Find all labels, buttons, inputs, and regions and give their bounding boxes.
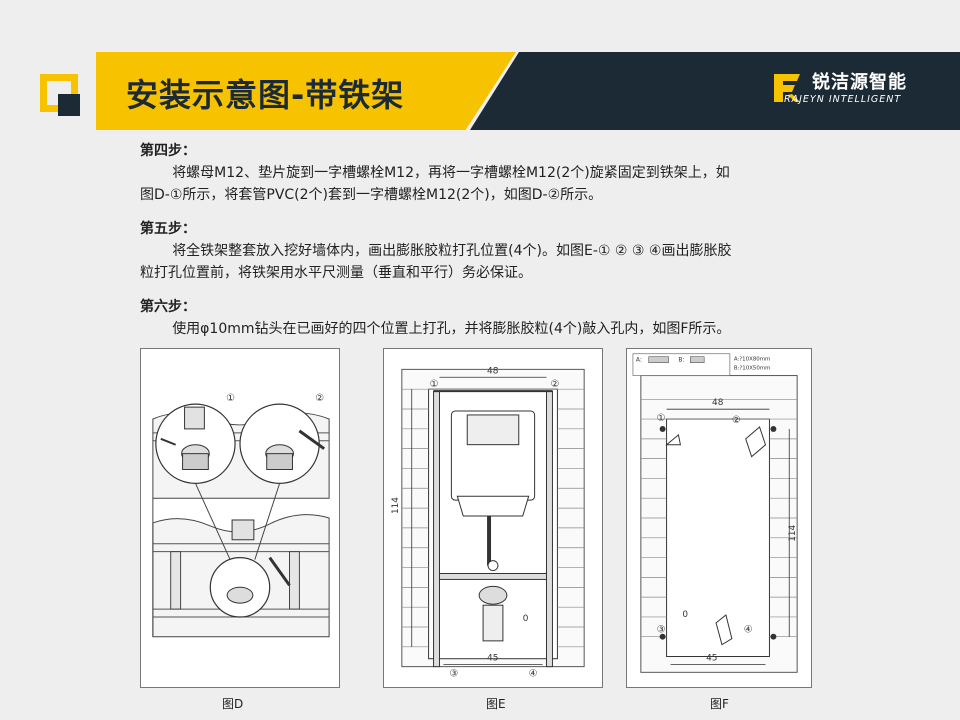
step-four: 第四步： 将螺母M12、垫片旋到一字槽螺栓M12，再将一字槽螺栓M12(2个)旋… (140, 140, 830, 206)
brand-name-cn: 锐洁源智能 (812, 72, 907, 93)
figure-f-legend-b-spec: B:?10X50mm (734, 366, 771, 372)
figure-f-point-3: ③ (657, 625, 666, 636)
figure-e-caption: 图E (486, 697, 506, 711)
figure-d-callout-1: ① (226, 393, 235, 404)
figure-e-point-4: ④ (529, 669, 538, 680)
step-five: 第五步： 将全铁架整套放入挖好墙体内，画出膨胀胶粒打孔位置(4个)。如图E-① … (140, 218, 830, 284)
figure-f-dim-top: 48 (712, 398, 724, 408)
brand-name-en: RAJEYN INTELLIGENT (784, 94, 902, 105)
header-dark-band (470, 52, 960, 130)
figure-e-point-2: ② (550, 379, 559, 390)
figure-e: 48 114 45 0 ① ② ③ ④ (383, 348, 603, 688)
figure-f-legend-b: B: (678, 357, 684, 364)
step-four-title: 第四步： (140, 143, 196, 159)
figure-f-point-1: ① (657, 413, 666, 424)
figure-e-point-1: ① (430, 379, 439, 390)
figure-f: A: B: A:?10X80mm B:?10X50mm 48 114 45 0 … (626, 348, 812, 688)
step-six: 第六步： 使用φ10mm钻头在已画好的四个位置上打孔，并将膨胀胶粒(4个)敲入孔… (140, 296, 830, 340)
header-yellow-band (96, 52, 516, 130)
figure-f-dim-side: 114 (788, 524, 798, 541)
brand-logo-icon (774, 74, 800, 102)
step-four-line-2: 图D-①所示，将套管PVC(2个)套到一字槽螺栓M12(2个)，如图D-②所示。 (140, 187, 603, 203)
figure-e-point-3: ③ (449, 669, 458, 680)
header-square-fill (58, 94, 80, 116)
step-four-line-1: 将螺母M12、垫片旋到一字槽螺栓M12，再将一字槽螺栓M12(2个)旋紧固定到铁… (172, 165, 730, 181)
figure-e-drawing: 48 114 45 0 ① ② ③ ④ (391, 366, 585, 680)
figure-f-point-4: ④ (744, 625, 753, 636)
step-six-line-1: 使用φ10mm钻头在已画好的四个位置上打孔，并将膨胀胶粒(4个)敲入孔内，如图F… (172, 321, 731, 337)
figure-f-dim-bottom: 45 (706, 653, 717, 663)
figure-f-drawing: A: B: A:?10X80mm B:?10X50mm 48 114 45 0 … (632, 353, 798, 673)
figure-d-drawing: ① ② (152, 393, 330, 638)
figure-e-dim-bottom: 45 (487, 654, 498, 664)
figure-f-point-2: ② (732, 415, 741, 426)
step-five-line-1: 将全铁架整套放入挖好墙体内，画出膨胀胶粒打孔位置(4个)。如图E-① ② ③ ④… (172, 243, 732, 259)
step-six-title: 第六步： (140, 299, 196, 315)
figure-d: ① ② (140, 348, 340, 688)
figure-f-dim-zero: 0 (682, 610, 688, 620)
figure-e-dim-top: 48 (487, 366, 499, 376)
figure-d-caption: 图D (222, 697, 244, 711)
figure-e-dim-side: 114 (391, 497, 401, 514)
figure-f-legend-a: A: (636, 357, 642, 364)
step-five-line-2: 粒打孔位置前，将铁架用水平尺测量（垂直和平行）务必保证。 (140, 265, 532, 281)
figure-f-legend-a-spec: A:?10X80mm (734, 357, 771, 363)
figure-f-caption: 图F (710, 697, 729, 711)
step-five-title: 第五步： (140, 221, 196, 237)
figure-e-dim-zero: 0 (523, 614, 529, 624)
figure-d-callout-2: ② (315, 393, 324, 404)
page-title: 安装示意图-带铁架 (126, 76, 405, 114)
